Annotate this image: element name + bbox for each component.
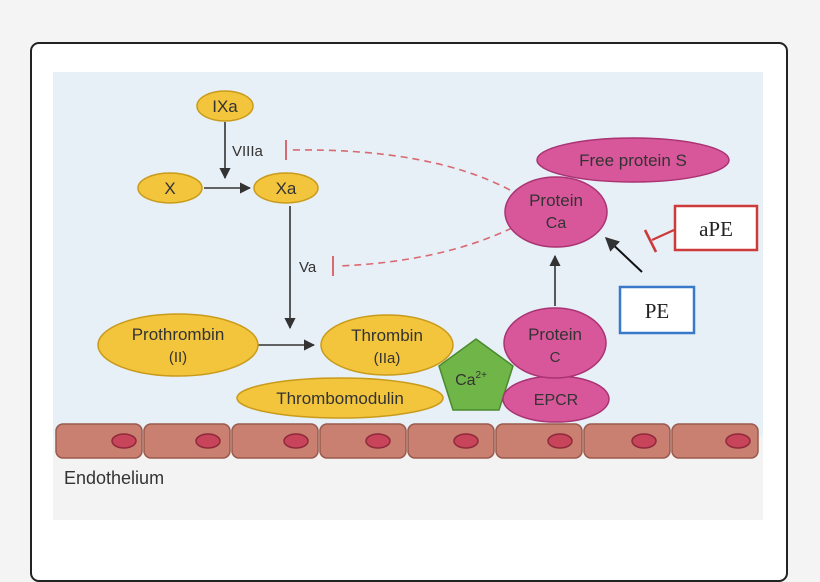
node-protein-ca — [504, 176, 608, 248]
label-ixa: IXa — [212, 97, 238, 116]
node-thrombin — [320, 314, 454, 376]
label-calcium: Ca2+ — [455, 370, 487, 389]
endothelial-cell — [671, 423, 759, 459]
cell-nucleus — [365, 433, 391, 449]
box-ape — [673, 204, 759, 252]
node-prothrombin — [97, 313, 259, 377]
label-calcium-charge: 2+ — [476, 370, 488, 381]
inhibit-bar-ape — [643, 229, 658, 253]
arrow-pe-to-protein-ca — [604, 237, 643, 273]
inhibit-line-viiia — [289, 149, 511, 191]
cell-nucleus — [283, 433, 309, 449]
label-protein-c-line1: Protein — [528, 325, 582, 344]
node-xa — [253, 172, 319, 204]
label-va: Va — [299, 259, 317, 276]
cell-nucleus — [195, 433, 221, 449]
label-protein-ca-line1: Protein — [529, 191, 583, 210]
inhibit-line-ape — [651, 228, 675, 242]
label-thrombomodulin: Thrombomodulin — [276, 389, 404, 408]
label-protein-c-line2: C — [550, 349, 561, 366]
endothelial-cell — [319, 423, 407, 459]
endothelial-cell — [583, 423, 671, 459]
node-free-protein-s — [536, 137, 730, 183]
diagram-canvas: IXa VIIIa X Xa Va Prothrombin (II) Throm… — [55, 90, 759, 488]
inhibit-line-va — [337, 227, 513, 267]
node-calcium — [438, 338, 514, 411]
node-protein-c — [503, 307, 607, 379]
cell-nucleus — [453, 433, 479, 449]
box-pe — [618, 285, 696, 335]
label-free-protein-s: Free protein S — [579, 151, 687, 170]
endothelial-cell — [143, 423, 231, 459]
endothelial-cell — [407, 423, 495, 459]
label-thrombin-line1: Thrombin — [351, 326, 423, 345]
endothelial-cell — [55, 423, 143, 459]
label-ape: aPE — [699, 217, 733, 241]
endothelial-cell — [231, 423, 319, 459]
endothelial-cell — [495, 423, 583, 459]
label-prothrombin-line1: Prothrombin — [132, 325, 225, 344]
cell-nucleus — [111, 433, 137, 449]
label-xa: Xa — [276, 179, 297, 198]
cell-nucleus — [725, 433, 751, 449]
label-calcium-base: Ca — [455, 372, 476, 389]
label-pe: PE — [645, 299, 670, 323]
label-x: X — [164, 179, 175, 198]
label-epcr: EPCR — [534, 392, 578, 409]
label-prothrombin-line2: (II) — [169, 349, 187, 366]
label-viiia: VIIIa — [232, 143, 264, 160]
cell-nucleus — [631, 433, 657, 449]
node-ixa — [196, 90, 254, 122]
label-endothelium: Endothelium — [64, 468, 164, 488]
endothelium-cells — [55, 423, 759, 459]
node-x — [137, 172, 203, 204]
label-protein-ca-line2: Ca — [546, 215, 567, 232]
node-thombomodulin-bg — [236, 377, 444, 419]
cell-nucleus — [547, 433, 573, 449]
label-thrombin-line2: (IIa) — [374, 350, 401, 367]
